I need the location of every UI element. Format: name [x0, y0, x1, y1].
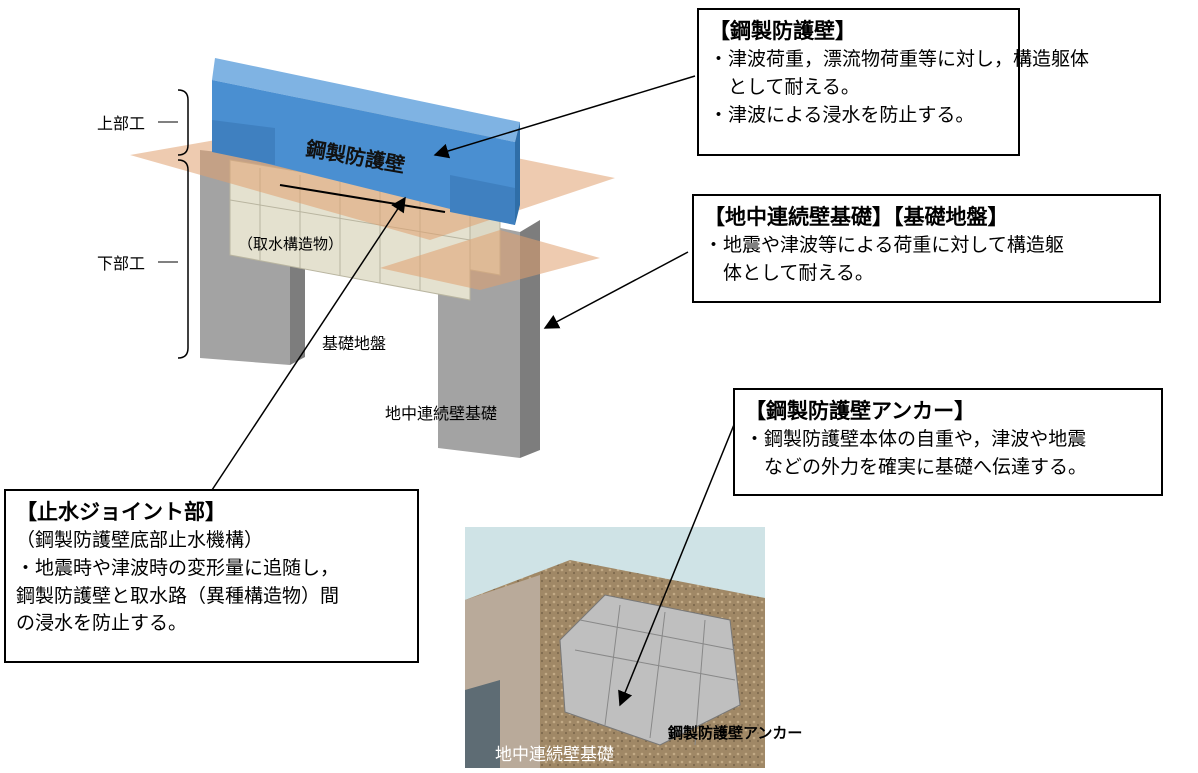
- steel-wall-callout-title: 【鋼製防護壁】: [709, 19, 856, 43]
- joint-callout: 【止水ジョイント部】 （鋼製防護壁底部止水機構） ・地震時や津波時の変形量に追随…: [4, 489, 419, 663]
- foundation-callout-line: 体として耐える。: [704, 261, 874, 284]
- steel-wall-callout-line: ・津波荷重，漂流物荷重等に対し，構造躯体: [709, 48, 1090, 71]
- photo-diaphragm-label: 地中連続壁基礎: [495, 745, 614, 765]
- steel-protective-wall: [212, 58, 520, 225]
- anchor-callout: 【鋼製防護壁アンカー】 ・鋼製防護壁本体の自重や，津波や地震 などの外力を確実に…: [733, 388, 1163, 496]
- lower-bracket: [177, 159, 189, 359]
- arrow-foundation: [543, 251, 689, 329]
- arrow-joint: [211, 196, 406, 491]
- steel-wall-callout-line: ・津波による浸水を防止する。: [709, 103, 975, 126]
- foundation-callout-title: 【地中連続壁基礎】【基礎地盤】: [704, 205, 1009, 229]
- upper-works-label: 上部工: [97, 114, 146, 133]
- anchor-callout-line: ・鋼製防護壁本体の自重や，津波や地震: [745, 428, 1087, 451]
- ground-label: 基礎地盤: [322, 334, 387, 353]
- upper-bracket: [177, 89, 189, 156]
- joint-callout-line: ・地震時や津波時の変形量に追随し，: [16, 556, 340, 579]
- inset-render: [465, 527, 765, 768]
- foundation-callout-line: ・地震や津波等による荷重に対して構造躯: [704, 234, 1064, 257]
- ground-slab-right: [380, 230, 600, 290]
- joint-callout-line: （鋼製防護壁底部止水機構）: [16, 529, 264, 552]
- anchor-callout-line: などの外力を確実に基礎へ伝達する。: [745, 455, 1088, 478]
- diaphragm-wall-label: 地中連続壁基礎: [385, 404, 498, 423]
- steel-wall-callout-line: として耐える。: [709, 75, 860, 98]
- joint-callout-line: 鋼製防護壁と取水路（異種構造物）間: [16, 584, 340, 607]
- photo-anchor-label: 鋼製防護壁アンカー: [668, 724, 803, 742]
- arrow-steel-wall: [433, 75, 696, 159]
- lower-works-label: 下部工: [97, 254, 146, 273]
- joint-callout-line: の浸水を防止する。: [16, 612, 188, 635]
- foundation-callout: 【地中連続壁基礎】【基礎地盤】 ・地震や津波等による荷重に対して構造躯 体として…: [692, 194, 1161, 303]
- arrow-anchor: [618, 404, 743, 707]
- intake-structure-label: （取水構造物）: [238, 235, 344, 253]
- joint-callout-title: 【止水ジョイント部】: [16, 500, 226, 524]
- anchor-callout-title: 【鋼製防護壁アンカー】: [745, 399, 976, 423]
- structure-model: [130, 58, 615, 458]
- steel-wall-callout: 【鋼製防護壁】 ・津波荷重，漂流物荷重等に対し，構造躯体 として耐える。 ・津波…: [697, 8, 1090, 156]
